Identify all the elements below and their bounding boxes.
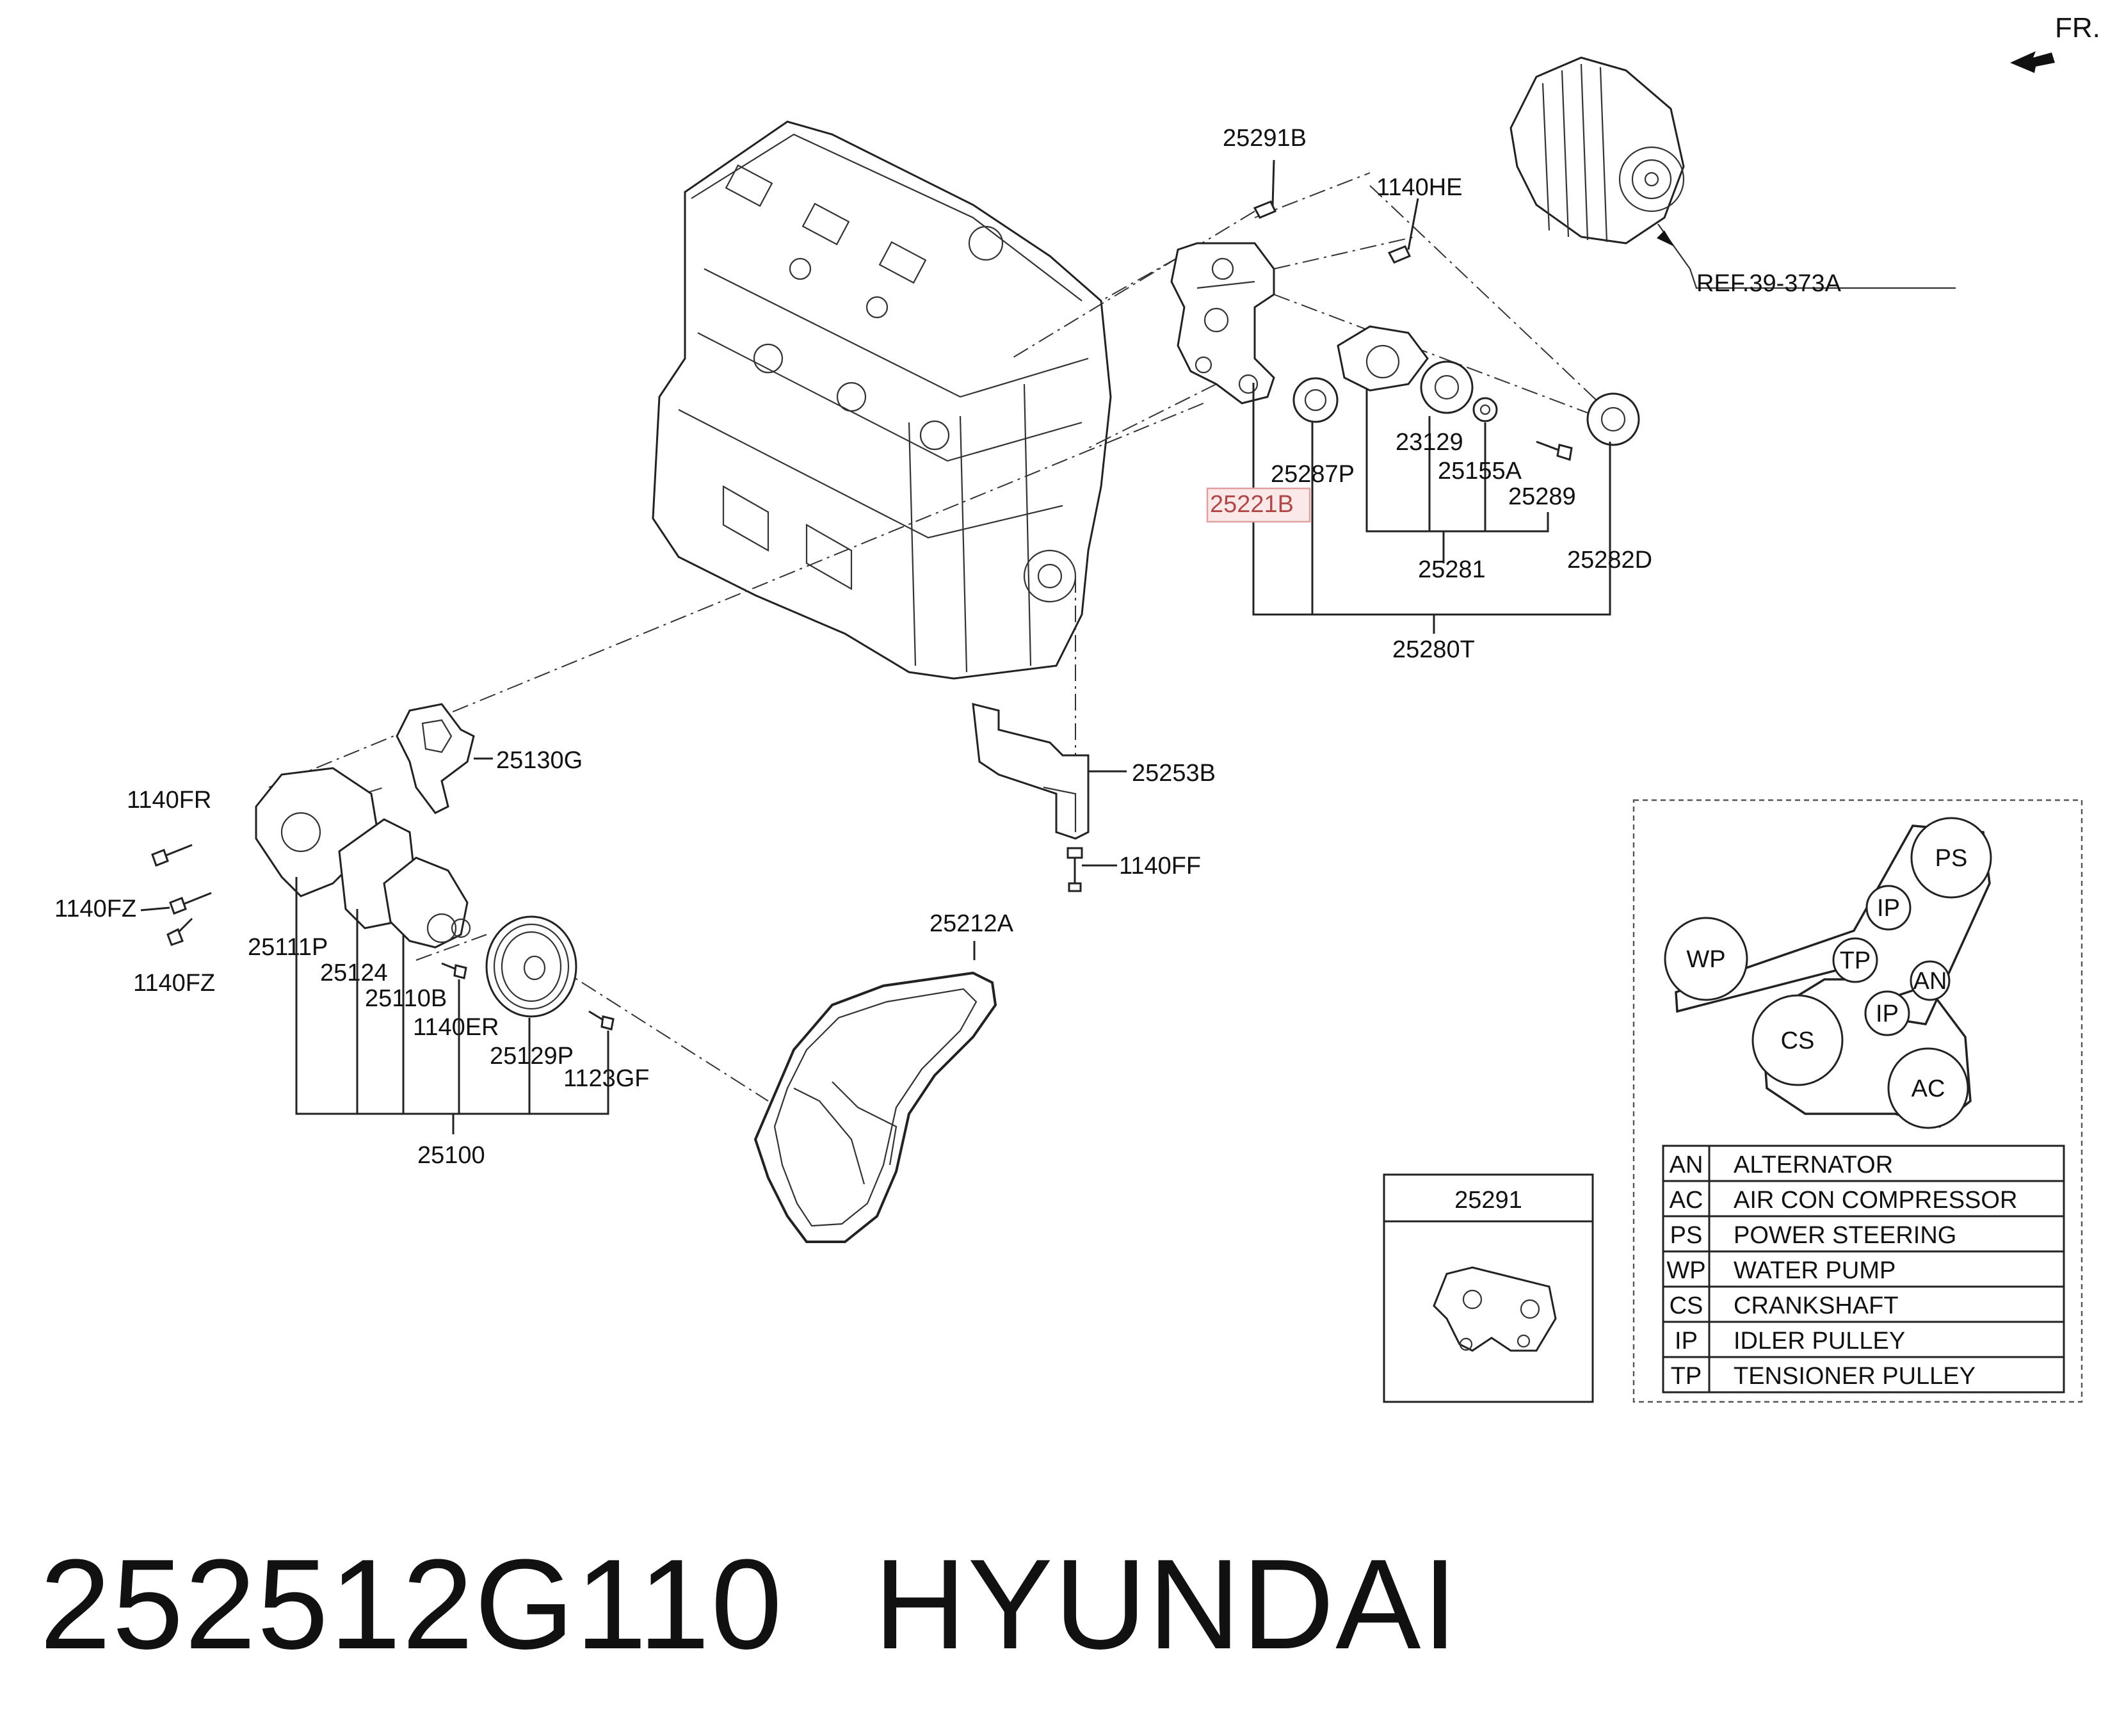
- front-label: FR.: [2055, 12, 2100, 44]
- legend-code-cs: CS: [1670, 1292, 1703, 1319]
- pulley-ip-lower: [1864, 990, 1910, 1036]
- pulley-cs-label: CS: [1781, 1027, 1815, 1054]
- label-1140FR[interactable]: 1140FR: [127, 787, 211, 814]
- tensioner-bracket-illustration: [1170, 242, 1275, 405]
- pulley-tp: [1832, 937, 1878, 983]
- footer-part-number: 252512G110: [40, 1533, 784, 1676]
- belt-routing-diagram: PS IP WP TP AN IP CS AC: [1664, 817, 1992, 1129]
- label-25280T[interactable]: 25280T: [1392, 636, 1475, 663]
- pulley-wp-label: WP: [1686, 946, 1725, 973]
- pulley-25287P-illustration: [1292, 377, 1339, 423]
- inset-title: 25291: [1454, 1187, 1522, 1214]
- label-25281[interactable]: 25281: [1418, 556, 1486, 583]
- pulley-23129-illustration: [1420, 360, 1474, 414]
- label-25221B[interactable]: 25221B: [1210, 491, 1294, 518]
- pulley-legend-table: AN ALTERNATOR AC AIR CON COMPRESSOR PS P…: [1662, 1145, 2065, 1394]
- bolt-1140FZa-illustration: [169, 892, 212, 915]
- pulley-ip-upper: [1865, 885, 1912, 931]
- label-1140HE[interactable]: 1140HE: [1376, 174, 1463, 201]
- label-25124[interactable]: 25124: [320, 960, 388, 986]
- bolt-1140FF-illustration: [1067, 847, 1117, 892]
- legend-code-ac: AC: [1670, 1187, 1703, 1214]
- drive-belt-illustration: [753, 941, 997, 1243]
- highlight-box: [1206, 487, 1311, 523]
- pulley-ps: [1910, 817, 1992, 899]
- pulley-an: [1910, 960, 1951, 1001]
- label-1123GF[interactable]: 1123GF: [563, 1065, 649, 1092]
- pulley-ac: [1887, 1047, 1969, 1129]
- pulley-ps-label: PS: [1935, 845, 1968, 872]
- label-25111P[interactable]: 25111P: [248, 934, 328, 961]
- bolt-1140FZb-illustration: [166, 917, 193, 946]
- tensioner-illustration: [1337, 325, 1429, 392]
- bracket-25253B-illustration: [972, 703, 1127, 840]
- label-25129P[interactable]: 25129P: [490, 1043, 574, 1070]
- legend-name-cs: CRANKSHAFT: [1734, 1292, 1899, 1319]
- pulley-tp-label: TP: [1840, 947, 1871, 974]
- pulley-an-label: AN: [1913, 968, 1947, 995]
- legend-name-wp: WATER PUMP: [1734, 1257, 1896, 1284]
- label-25291B[interactable]: 25291B: [1223, 125, 1307, 152]
- footer-brand: HYUNDAI: [874, 1533, 1459, 1676]
- legend-name-ps: POWER STEERING: [1734, 1222, 1956, 1249]
- bolt-1140ER-illustration: [441, 962, 467, 979]
- legend-name-ip: IDLER PULLEY: [1734, 1328, 1905, 1354]
- bolt-1123GF-illustration: [588, 1010, 615, 1031]
- bolt-1140HE-illustration: [1387, 198, 1419, 264]
- label-23129[interactable]: 23129: [1396, 429, 1463, 456]
- inset-box-25291: 25291: [1383, 1173, 1594, 1403]
- legend-code-an: AN: [1670, 1152, 1703, 1178]
- gasket-illustration: [396, 703, 493, 814]
- legend-code-ps: PS: [1670, 1222, 1703, 1249]
- label-1140ER[interactable]: 1140ER: [413, 1014, 499, 1041]
- legend-name-an: ALTERNATOR: [1734, 1152, 1893, 1178]
- pulley-ip-lower-label: IP: [1876, 1001, 1899, 1027]
- label-1140FZ-a[interactable]: 1140FZ: [54, 896, 136, 922]
- label-25130G[interactable]: 25130G: [496, 747, 583, 774]
- leader-lines-upper-right: [1252, 383, 1611, 634]
- legend-code-tp: TP: [1671, 1363, 1702, 1390]
- label-25287P[interactable]: 25287P: [1271, 461, 1355, 488]
- assembly-guide-lines: [268, 172, 1614, 1102]
- pulley-ip-upper-label: IP: [1877, 895, 1900, 922]
- belt-routing-panel: PS IP WP TP AN IP CS AC AN: [1632, 799, 2083, 1403]
- front-arrow-icon: [2010, 51, 2055, 73]
- leader-lines-lower-left: [140, 877, 609, 1134]
- legend-name-ac: AIR CON COMPRESSOR: [1734, 1187, 2017, 1214]
- inset-bracket-illustration: [1433, 1266, 1557, 1352]
- label-1140FF[interactable]: 1140FF: [1119, 853, 1201, 880]
- label-25282D[interactable]: 25282D: [1567, 547, 1652, 574]
- legend-name-tp: TENSIONER PULLEY: [1734, 1363, 1976, 1390]
- water-pump-illustration: [255, 767, 471, 949]
- front-direction-indicator: FR.: [2010, 12, 2100, 73]
- legend-code-ip: IP: [1675, 1328, 1698, 1354]
- pulley-wp: [1664, 917, 1748, 1001]
- label-25100[interactable]: 25100: [417, 1142, 485, 1169]
- label-25212A[interactable]: 25212A: [930, 910, 1014, 937]
- ref-label: REF.39-373A: [1696, 270, 1842, 297]
- label-1140FZ-b[interactable]: 1140FZ: [133, 970, 215, 997]
- legend-code-wp: WP: [1666, 1257, 1705, 1284]
- engine-block-illustration: [652, 120, 1112, 680]
- pulley-25129P-illustration: [485, 915, 577, 1018]
- pulley-25282D-illustration: [1586, 392, 1640, 446]
- bolt-25291B-illustration: [1253, 159, 1277, 219]
- washer-25155A-illustration: [1472, 397, 1498, 422]
- alternator-illustration: [1509, 56, 1956, 289]
- bolt-25289-illustration: [1536, 440, 1573, 461]
- label-25289[interactable]: 25289: [1508, 483, 1576, 510]
- label-25155A[interactable]: 25155A: [1438, 458, 1522, 485]
- bolt-1140FR-illustration: [151, 844, 193, 867]
- label-25253B[interactable]: 25253B: [1132, 760, 1216, 787]
- pulley-cs: [1751, 994, 1844, 1086]
- pulley-ac-label: AC: [1912, 1075, 1945, 1102]
- label-25110B[interactable]: 25110B: [365, 985, 447, 1012]
